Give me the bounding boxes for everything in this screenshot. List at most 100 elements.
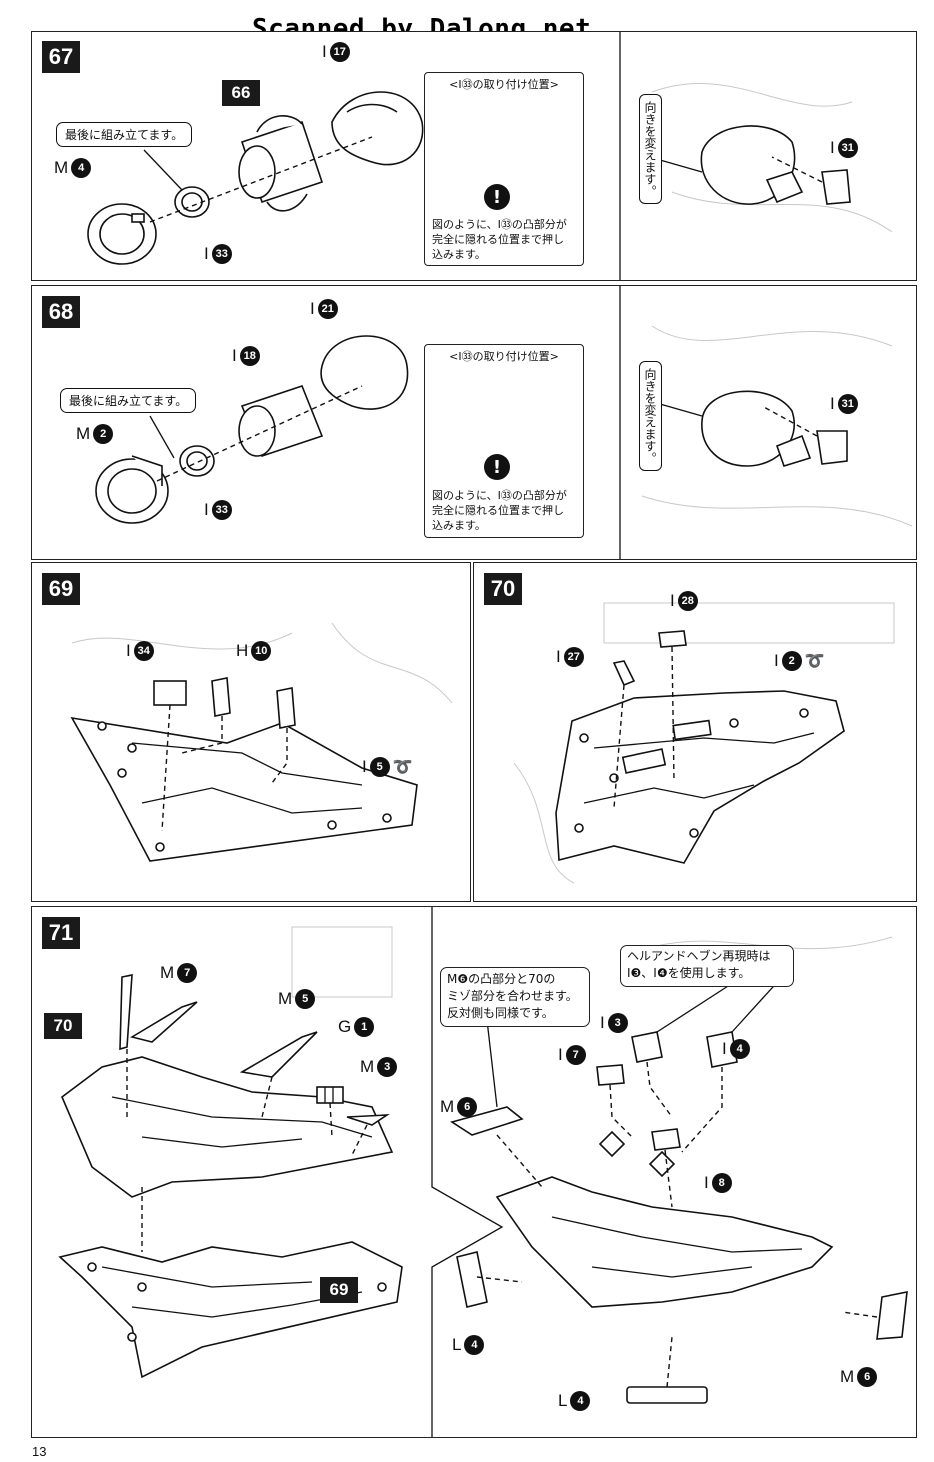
- part-number-badge: 2: [781, 651, 802, 671]
- part-number-badge: 4: [729, 1039, 750, 1059]
- part-letter: I: [830, 138, 835, 157]
- step-number: 70: [484, 573, 522, 605]
- assembly-order-callout: 最後に組み立てます。: [60, 388, 197, 413]
- part-number-badge: 5: [369, 757, 390, 777]
- part-letter: I: [310, 299, 315, 318]
- flip-side-icon: ➰: [392, 759, 413, 776]
- part-number-badge: 6: [857, 1367, 878, 1387]
- rotate-note: 向きを変えます。: [639, 361, 662, 471]
- part-letter: M: [360, 1057, 375, 1076]
- part-number-badge: 7: [177, 963, 198, 983]
- callout-line-2: ミゾ部分を合わせます。: [447, 989, 578, 1003]
- warning-icon: !: [484, 184, 510, 210]
- part-number-badge: 18: [239, 346, 260, 366]
- callout-line-1: ヘルアンドヘブン再現時は: [627, 949, 771, 963]
- callout-line-3: 反対側も同様です。: [447, 1006, 554, 1020]
- part-letter: I: [600, 1013, 605, 1032]
- step-number: 68: [42, 296, 80, 328]
- step-69-illustration: [70, 622, 453, 862]
- part-letter: I: [774, 651, 779, 670]
- part-number-badge: 2: [93, 424, 114, 444]
- part-letter: I: [558, 1045, 563, 1064]
- part-number-badge: 7: [565, 1045, 586, 1065]
- part-letter: M: [160, 963, 175, 982]
- heaven-hell-callout: ヘルアンドヘブン再現時は I❸、I❹を使用します。: [620, 945, 794, 987]
- part-letter: I: [232, 346, 237, 365]
- part-letter: M: [54, 158, 69, 177]
- step-number: 67: [42, 41, 80, 73]
- rotate-note: 向きを変えます。: [639, 94, 662, 204]
- part-letter: M: [76, 424, 91, 443]
- alignment-callout: M❻の凸部分と70の ミゾ部分を合わせます。 反対側も同様です。: [440, 967, 590, 1027]
- step-71-illustration: [58, 907, 908, 1437]
- part-letter: I: [362, 757, 367, 776]
- attachment-note-box: <I㉝の取り付け位置> 図のように、I㉝の凸部分が 完全に隠れる位置まで押し 込…: [424, 72, 584, 266]
- part-number-badge: 10: [251, 641, 272, 661]
- note-title: <I㉝の取り付け位置>: [449, 350, 559, 363]
- part-number-badge: 31: [837, 394, 858, 414]
- part-letter: I: [704, 1173, 709, 1192]
- part-number-badge: 4: [464, 1335, 485, 1355]
- assembly-order-callout: 最後に組み立てます。: [56, 122, 193, 147]
- step-ref-69: 69: [320, 1277, 358, 1303]
- step-ref-66: 66: [222, 80, 260, 106]
- part-number-badge: 5: [295, 989, 316, 1009]
- attachment-note-box: <I㉝の取り付け位置> 図のように、I㉝の凸部分が 完全に隠れる位置まで押し 込…: [424, 344, 584, 538]
- callout-line-2: I❸、I❹を使用します。: [627, 966, 751, 980]
- part-letter: M: [840, 1367, 855, 1386]
- part-number-badge: 3: [377, 1057, 398, 1077]
- part-number-badge: 4: [570, 1391, 591, 1411]
- part-letter: I: [556, 647, 561, 666]
- part-number-badge: 3: [607, 1013, 628, 1033]
- part-letter: H: [236, 641, 249, 660]
- part-number-badge: 33: [211, 244, 232, 264]
- step-ref-70: 70: [44, 1013, 82, 1039]
- page-number: 13: [32, 1444, 47, 1459]
- part-number-badge: 4: [71, 158, 92, 178]
- note-text: 図のように、I㉝の凸部分が 完全に隠れる位置まで押し 込みます。: [432, 489, 567, 532]
- callout-line-1: M❻の凸部分と70の: [447, 972, 556, 986]
- part-letter: I: [830, 394, 835, 413]
- part-letter: I: [670, 591, 675, 610]
- flip-side-icon: ➰: [804, 653, 825, 670]
- part-letter: I: [322, 42, 327, 61]
- note-text: 図のように、I㉝の凸部分が 完全に隠れる位置まで押し 込みます。: [432, 218, 567, 261]
- part-letter: L: [558, 1391, 568, 1410]
- step-number: 71: [42, 917, 80, 949]
- part-letter: M: [278, 989, 293, 1008]
- part-letter: I: [204, 500, 209, 519]
- step-number: 69: [42, 573, 80, 605]
- part-letter: I: [204, 244, 209, 263]
- part-number-badge: 34: [133, 641, 154, 661]
- part-letter: M: [440, 1097, 455, 1116]
- part-number-badge: 17: [329, 42, 350, 62]
- part-number-badge: 28: [677, 591, 698, 611]
- step-70-illustration: [513, 602, 895, 884]
